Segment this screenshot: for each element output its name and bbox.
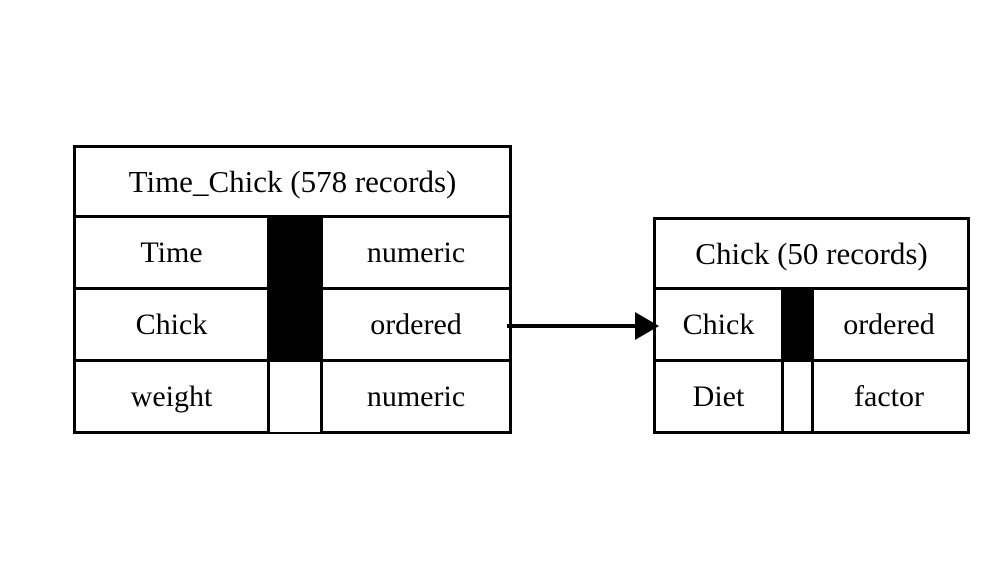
- entity-table-chick[interactable]: Chick (50 records) Chick ordered Diet fa…: [653, 217, 970, 434]
- table-row[interactable]: Chick ordered: [76, 290, 509, 362]
- key-marker-icon: [267, 362, 323, 432]
- table-row[interactable]: Chick ordered: [656, 290, 967, 362]
- key-marker-icon: [267, 218, 323, 290]
- field-type: numeric: [366, 380, 466, 413]
- field-name: weight: [130, 380, 213, 413]
- key-marker-icon: [781, 290, 814, 359]
- entity-table-time-chick[interactable]: Time_Chick (578 records) Time numeric Ch…: [73, 145, 512, 434]
- table-row[interactable]: weight numeric: [76, 362, 509, 432]
- field-name: Diet: [692, 379, 745, 413]
- field-name: Time: [140, 235, 203, 269]
- entity-header-time-chick: Time_Chick (578 records): [76, 148, 509, 218]
- relationship-arrow-icon: [507, 312, 659, 340]
- entity-header-chick: Chick (50 records): [656, 220, 967, 290]
- key-marker-icon: [781, 362, 814, 431]
- field-type: ordered: [370, 307, 462, 341]
- key-marker-icon: [267, 290, 323, 359]
- arrowhead-icon: [635, 312, 659, 340]
- field-type: ordered: [843, 307, 935, 341]
- field-type: factor: [854, 379, 924, 413]
- field-name: Chick: [135, 307, 208, 341]
- table-row[interactable]: Diet factor: [656, 362, 967, 431]
- field-name: Chick: [682, 307, 755, 341]
- table-row[interactable]: Time numeric: [76, 218, 509, 290]
- field-type: numeric: [366, 235, 466, 269]
